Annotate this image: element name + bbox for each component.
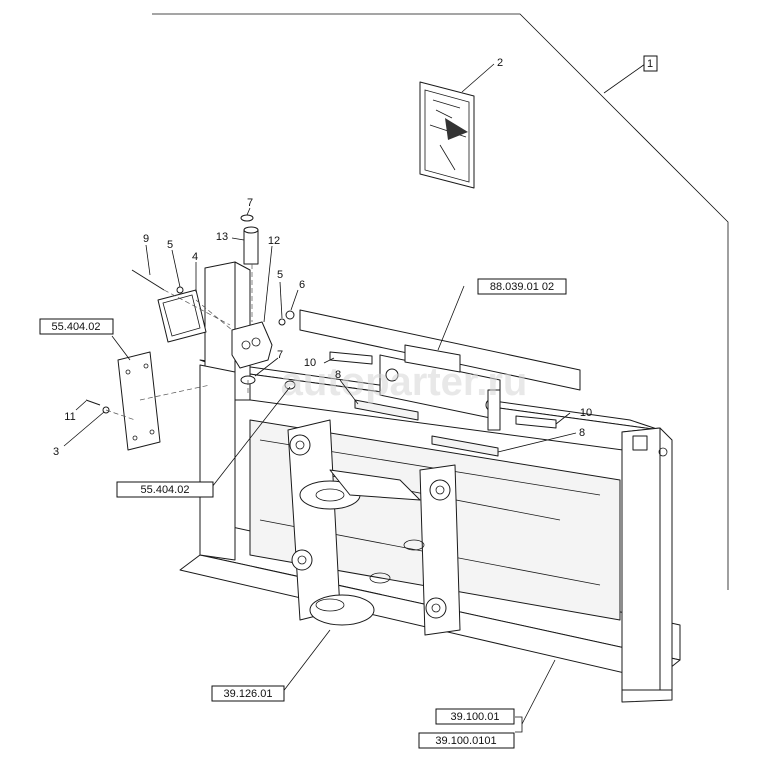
callout-10-right: 10 — [580, 407, 592, 419]
leader-13 — [231, 237, 245, 241]
callout-9: 9 — [143, 233, 149, 245]
ref-55-404-a-box — [39, 318, 114, 335]
callout-3: 3 — [53, 446, 59, 458]
leader-55404a — [111, 335, 131, 361]
callout-4: 4 — [192, 251, 198, 263]
ref-39-100-a-box — [435, 708, 515, 725]
callout-7-lower: 7 — [277, 349, 283, 361]
leader-88039 — [437, 285, 465, 351]
callout-6: 6 — [299, 279, 305, 291]
callout-5-right: 5 — [277, 269, 283, 281]
pin-13 — [243, 226, 259, 265]
bracket-39100 — [515, 716, 523, 733]
side-shift-cylinder — [299, 309, 581, 431]
alignment-lines — [105, 264, 253, 421]
fork-positioner — [287, 419, 461, 636]
leader-55404b — [211, 386, 291, 488]
callout-13: 13 — [216, 231, 228, 243]
slide-strip-8-right — [431, 435, 499, 457]
callout-1: 1 — [647, 58, 653, 70]
leader-10a — [323, 357, 335, 364]
wear-pad-10-left — [329, 351, 373, 365]
callout-12: 12 — [268, 235, 280, 247]
callout-8-left: 8 — [335, 369, 341, 381]
bracket-12 — [231, 321, 273, 369]
cover-plate-4 — [157, 289, 207, 343]
nut-6 — [285, 310, 295, 320]
leader-8a — [339, 379, 359, 405]
callout-1-box — [643, 55, 658, 72]
washer-5-left — [176, 286, 184, 294]
leader-6 — [290, 289, 299, 311]
leader-5a — [171, 249, 181, 288]
ref-88-039-box — [477, 278, 567, 295]
leader-3 — [63, 411, 105, 447]
wear-pad-10-right — [515, 415, 557, 429]
leader-11 — [75, 400, 87, 411]
leader-2 — [461, 63, 495, 93]
bolt-11 — [85, 399, 101, 406]
ref-55-404-a: 55.404.02 — [52, 321, 101, 333]
leader-1 — [603, 63, 646, 94]
leader-10b — [555, 412, 571, 425]
ref-39-126: 39.126.01 — [224, 688, 273, 700]
ref-88-039: 88.039.01 02 — [490, 281, 554, 293]
leader-5b — [279, 281, 283, 319]
callout-7-top: 7 — [247, 197, 253, 209]
leader-7b — [254, 357, 279, 377]
callout-2: 2 — [497, 57, 503, 69]
watermark: autoparter.ru — [281, 360, 528, 404]
o-ring-7-top — [240, 214, 254, 222]
leader-9 — [145, 244, 151, 276]
leader-7a — [246, 207, 251, 216]
leader-8b — [497, 432, 577, 453]
bolt-9 — [131, 269, 165, 291]
ref-39-126-box — [211, 685, 285, 702]
leader-39100 — [521, 659, 556, 725]
leader-12 — [263, 245, 273, 323]
ref-39-100-a: 39.100.01 — [451, 711, 500, 723]
ref-55-404-b: 55.404.02 — [141, 484, 190, 496]
ref-39-100-b: 39.100.0101 — [435, 735, 496, 747]
washer-5-right — [278, 318, 286, 326]
grease-fitting — [284, 380, 296, 390]
slide-strip-8-left — [354, 399, 419, 421]
callout-8-right: 8 — [579, 427, 585, 439]
mounting-plate-3 — [117, 351, 161, 451]
callout-11: 11 — [64, 411, 75, 423]
ref-55-404-b-box — [116, 481, 214, 498]
assembly-bracket-line — [152, 13, 729, 590]
callout-5-left: 5 — [167, 239, 173, 251]
decal-sheet — [419, 81, 475, 189]
ref-39-100-b-box — [418, 732, 515, 749]
leader-39126 — [281, 629, 331, 694]
callout-10-left: 10 — [304, 357, 316, 369]
